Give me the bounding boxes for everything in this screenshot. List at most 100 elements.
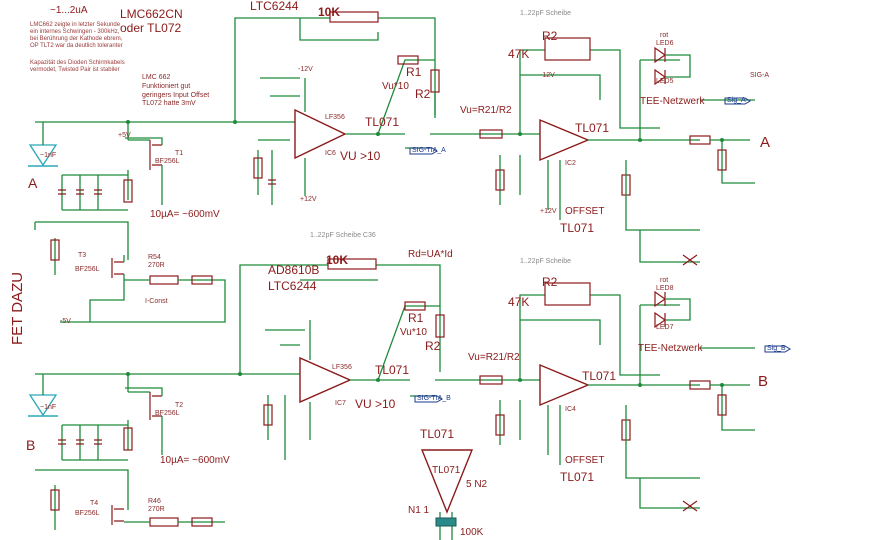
tl071-bottom-1: TL071 (375, 363, 410, 377)
r54-value: 270R (148, 262, 165, 269)
i-const-label: I-Const (145, 298, 168, 305)
opamp-ic6 (294, 108, 347, 160)
k47-top: 47K (508, 47, 530, 61)
tee-network-top: TEE-Netzwerk (640, 96, 705, 107)
tl071-top-1: TL071 (365, 115, 400, 129)
vu10-top: Vu*10 (382, 81, 409, 92)
diode-b-cap: ~1nF (40, 404, 57, 411)
r2-label-top: R2 (542, 29, 558, 43)
feedback-resistor-b (327, 258, 377, 270)
sig-a-out: Sig_A (727, 97, 746, 104)
opamp-ic7 (299, 356, 352, 404)
note-current: ~1...2uA (50, 5, 88, 16)
current-spec-top: 10µA= ~600mV (150, 209, 220, 220)
tl071-top-2: TL071 (575, 121, 610, 135)
led8-label: LED8 (656, 285, 674, 292)
feedback-wire-a (234, 17, 330, 122)
vu10-bottom: Vu*10 (400, 327, 427, 338)
channel-b-out: B (758, 373, 769, 390)
r2-label-bottom: R2 (542, 275, 558, 289)
v5n-top: -5V (60, 318, 71, 325)
r46-value: 270R (148, 506, 165, 513)
r46-label: R46 (148, 498, 161, 505)
offset-top: OFFSET (565, 206, 605, 217)
tl071-top-3: TL071 (560, 221, 595, 235)
opamp-ic4 (539, 363, 590, 407)
opamp-choice-2: oder TL072 (120, 21, 182, 35)
led5-label: LED5 (656, 78, 674, 85)
cap-scheibe-bottom: 1..22pF Scheibe C36 (310, 232, 376, 239)
sig-a-small: SIG-A (750, 72, 770, 79)
fet-dazu-label: FET DAZU (9, 271, 26, 345)
sig-tia-b: SIG-TIA_B (417, 395, 451, 402)
ltc-label-top: LTC6244 (250, 0, 299, 13)
lf356-top: LF356 (325, 114, 345, 121)
opamp-ic2 (539, 118, 590, 162)
tee-network-bottom: TEE-Netzwerk (638, 343, 703, 354)
t4-label: T4 (90, 500, 99, 507)
tl071-bottom-3: TL071 (560, 470, 595, 484)
vu-ratio-top: Vu=R21/R2 (460, 105, 512, 116)
k47-bottom: 47K (508, 295, 530, 309)
t3-label: T3 (78, 252, 87, 259)
ad8610-label: AD8610B (268, 263, 320, 277)
v12p-ic2: +12V (540, 208, 557, 215)
standalone-tl071 (420, 449, 474, 514)
r100k-label: 100K (460, 527, 484, 538)
v12n-ic2: -12V (540, 72, 555, 79)
r2-top-a: R2 (415, 87, 431, 101)
r-feedback-bottom: 10K (326, 253, 349, 267)
feedback-resistor-a (329, 11, 379, 23)
ltc-label-bottom: LTC6244 (268, 279, 317, 293)
standalone-tl071-title: TL071 (420, 427, 455, 441)
t1-type: BF256L (155, 158, 180, 165)
leds-b (654, 290, 667, 329)
v12p-ic6: +12V (300, 196, 317, 203)
lf356-bottom: LF356 (332, 364, 352, 371)
ic4-label: IC4 (565, 406, 576, 413)
feedback-wire-b (239, 264, 328, 374)
led-color-top: rot (660, 32, 669, 39)
t1-label: T1 (175, 150, 184, 157)
standalone-tl071-inner: TL071 (432, 465, 461, 476)
r21-cap-network-b (544, 282, 591, 306)
cap-scheibe-top: 1..22pF Scheibe (520, 10, 571, 17)
sig-b-out: Sig_B (767, 345, 786, 352)
v5-top: +5V (118, 132, 131, 139)
rd-formula: Rd=UA*Id (408, 249, 453, 260)
sig-tia-a: SIG-TIA_A (412, 147, 446, 154)
led7-label: LED7 (656, 324, 674, 331)
t2-label: T2 (175, 402, 184, 409)
pin-n1: N1 1 (408, 505, 430, 516)
r54-label: R54 (148, 254, 161, 261)
t4-type: BF256L (75, 510, 100, 517)
t3-type: BF256L (75, 266, 100, 273)
vu-ratio-bottom: Vu=R21/R2 (468, 352, 520, 363)
tl071-bottom-2: TL071 (582, 369, 617, 383)
r-feedback-top: 10K (318, 5, 341, 19)
v12n-ic6: -12V (298, 66, 313, 73)
ic7-label: IC7 (335, 400, 346, 407)
cap-scheibe2-bottom: 1..22pF Scheibe (520, 258, 571, 265)
channel-a-out: A (760, 134, 771, 151)
r1-bottom-a: R1 (408, 311, 424, 325)
vu-gt10-bottom: VU >10 (355, 397, 396, 411)
opamp-choice-1: LMC662CN (120, 7, 183, 21)
offset-bottom: OFFSET (565, 455, 605, 466)
r1-top-a: R1 (406, 65, 422, 79)
r2-bottom-a: R2 (425, 339, 441, 353)
pin-n2: 5 N2 (466, 479, 488, 490)
diode-a-label: A (28, 175, 38, 191)
diode-a-cap: ~1nF (40, 152, 57, 159)
diode-b-label: B (26, 437, 36, 453)
vu-gt10-top: VU >10 (340, 149, 381, 163)
r21-cap-network-a (544, 37, 591, 61)
ic6-label: IC6 (325, 150, 336, 157)
current-spec-bottom: 10µA= ~600mV (160, 455, 230, 466)
led6-label: LED6 (656, 40, 674, 47)
